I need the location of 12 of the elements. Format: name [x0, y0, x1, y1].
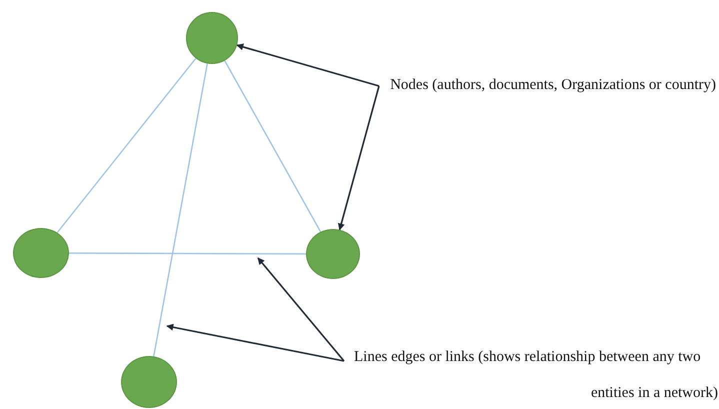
- annotation-text: Lines edges or links (shows relationship between any two entities in a network): [354, 339, 718, 409]
- link-line: [69, 252, 306, 255]
- link-line: [224, 60, 322, 232]
- leader-arrow: [338, 86, 380, 230]
- leader-arrow: [236, 44, 380, 87]
- leader-arrow: [257, 257, 345, 362]
- link-line: [56, 58, 196, 234]
- annotation-text: Nodes (authors, documents, Organizations or country): [382, 65, 716, 105]
- link-line: [153, 63, 208, 356]
- node-circle: [186, 12, 238, 64]
- node-circle: [306, 229, 360, 279]
- leader-arrow: [166, 324, 344, 362]
